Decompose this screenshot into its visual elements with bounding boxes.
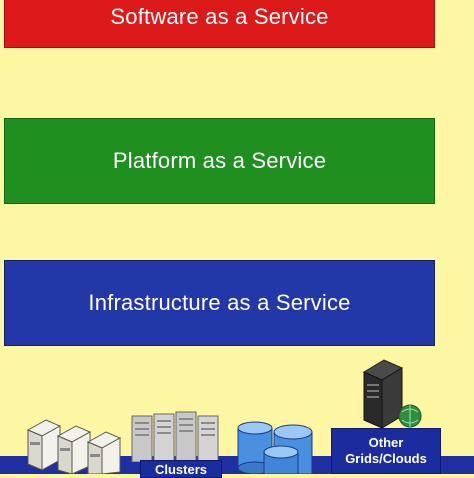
servers-icon — [26, 419, 122, 474]
clusters-label: Clusters — [140, 460, 222, 478]
paas-layer: Platform as a Service — [4, 118, 435, 204]
grids-label-line2: Grids/Clouds — [345, 451, 427, 466]
other-grids-clouds-label: Other Grids/Clouds — [331, 428, 441, 474]
storage-icon — [237, 421, 313, 474]
server-tower-icon — [362, 359, 422, 429]
grids-label-line1: Other — [368, 435, 404, 450]
iaas-layer: Infrastructure as a Service — [4, 260, 435, 346]
iaas-label: Infrastructure as a Service — [88, 290, 351, 315]
cluster-servers-icon — [131, 411, 219, 462]
paas-label: Platform as a Service — [112, 148, 327, 173]
saas-label: Software as a Service — [110, 4, 329, 29]
saas-layer: Software as a Service — [4, 0, 435, 48]
